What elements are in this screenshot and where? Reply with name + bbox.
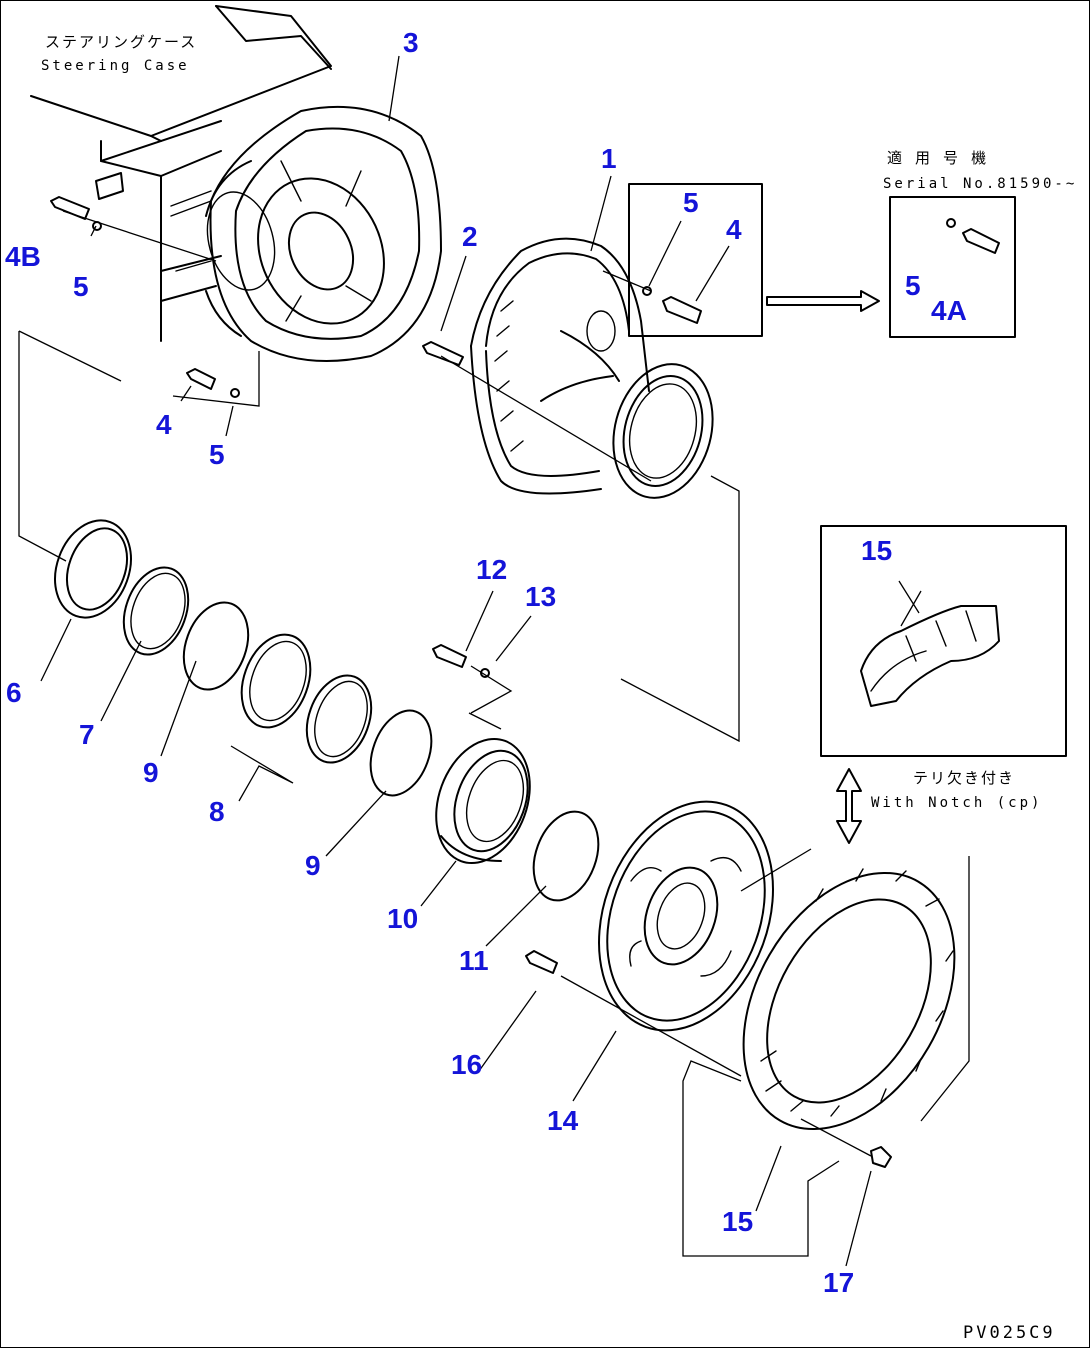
callout-part-17[interactable]: 17 bbox=[823, 1267, 855, 1298]
callout-part-4-inset[interactable]: 4 bbox=[726, 214, 742, 245]
callout-part-5-left[interactable]: 5 bbox=[73, 271, 89, 302]
callout-part-4A[interactable]: 4A bbox=[931, 295, 967, 326]
notch-label-jp: テリ欠き付き bbox=[913, 769, 1016, 787]
callout-part-2[interactable]: 2 bbox=[462, 221, 478, 252]
part-15-sprocket-ring bbox=[742, 768, 956, 1168]
fasteners-group bbox=[50, 196, 1000, 398]
leader-lines bbox=[18, 55, 970, 1267]
callout-part-4-left[interactable]: 4 bbox=[156, 409, 172, 440]
callout-part-9-b[interactable]: 9 bbox=[305, 850, 321, 881]
callout-part-11[interactable]: 11 bbox=[459, 945, 489, 976]
steering-case-label-jp: ステアリングケース bbox=[45, 33, 198, 51]
drawing-code: PV025C9 bbox=[963, 1323, 1056, 1343]
callout-part-3[interactable]: 3 bbox=[403, 27, 419, 58]
applicable-serial-number: Serial No.81590-~ bbox=[883, 176, 1078, 192]
callout-part-15-inset[interactable]: 15 bbox=[861, 535, 893, 566]
callout-part-14[interactable]: 14 bbox=[547, 1105, 579, 1136]
callout-part-7[interactable]: 7 bbox=[79, 719, 95, 750]
callout-part-5-serial[interactable]: 5 bbox=[905, 270, 921, 301]
callout-part-1[interactable]: 1 bbox=[601, 143, 617, 174]
callout-part-16[interactable]: 16 bbox=[451, 1049, 483, 1080]
callout-part-15-ring[interactable]: 15 bbox=[722, 1206, 754, 1237]
part-1-housing bbox=[470, 237, 714, 499]
notch-label-en: With Notch (cp) bbox=[871, 795, 1043, 811]
steering-case-drawing bbox=[30, 5, 332, 342]
callout-part-5-inset[interactable]: 5 bbox=[683, 187, 699, 218]
seal-rings-group bbox=[54, 519, 600, 902]
callout-part-4B[interactable]: 4B bbox=[5, 241, 41, 272]
callout-part-10[interactable]: 10 bbox=[387, 903, 419, 934]
part-3-cover-plate bbox=[205, 105, 442, 362]
inset-frames bbox=[628, 183, 1067, 757]
callout-part-6[interactable]: 6 bbox=[6, 677, 22, 708]
callout-part-13[interactable]: 13 bbox=[525, 581, 557, 612]
callout-part-12[interactable]: 12 bbox=[476, 554, 508, 585]
part-15-segment-inset bbox=[860, 605, 1000, 707]
callout-part-9-a[interactable]: 9 bbox=[143, 757, 159, 788]
applicable-serial-label-jp: 適 用 号 機 bbox=[887, 149, 989, 167]
part-14-hub bbox=[525, 800, 774, 1032]
callout-part-5-lower[interactable]: 5 bbox=[209, 439, 225, 470]
callout-part-8[interactable]: 8 bbox=[209, 796, 225, 827]
steering-case-label-en: Steering Case bbox=[41, 58, 190, 74]
